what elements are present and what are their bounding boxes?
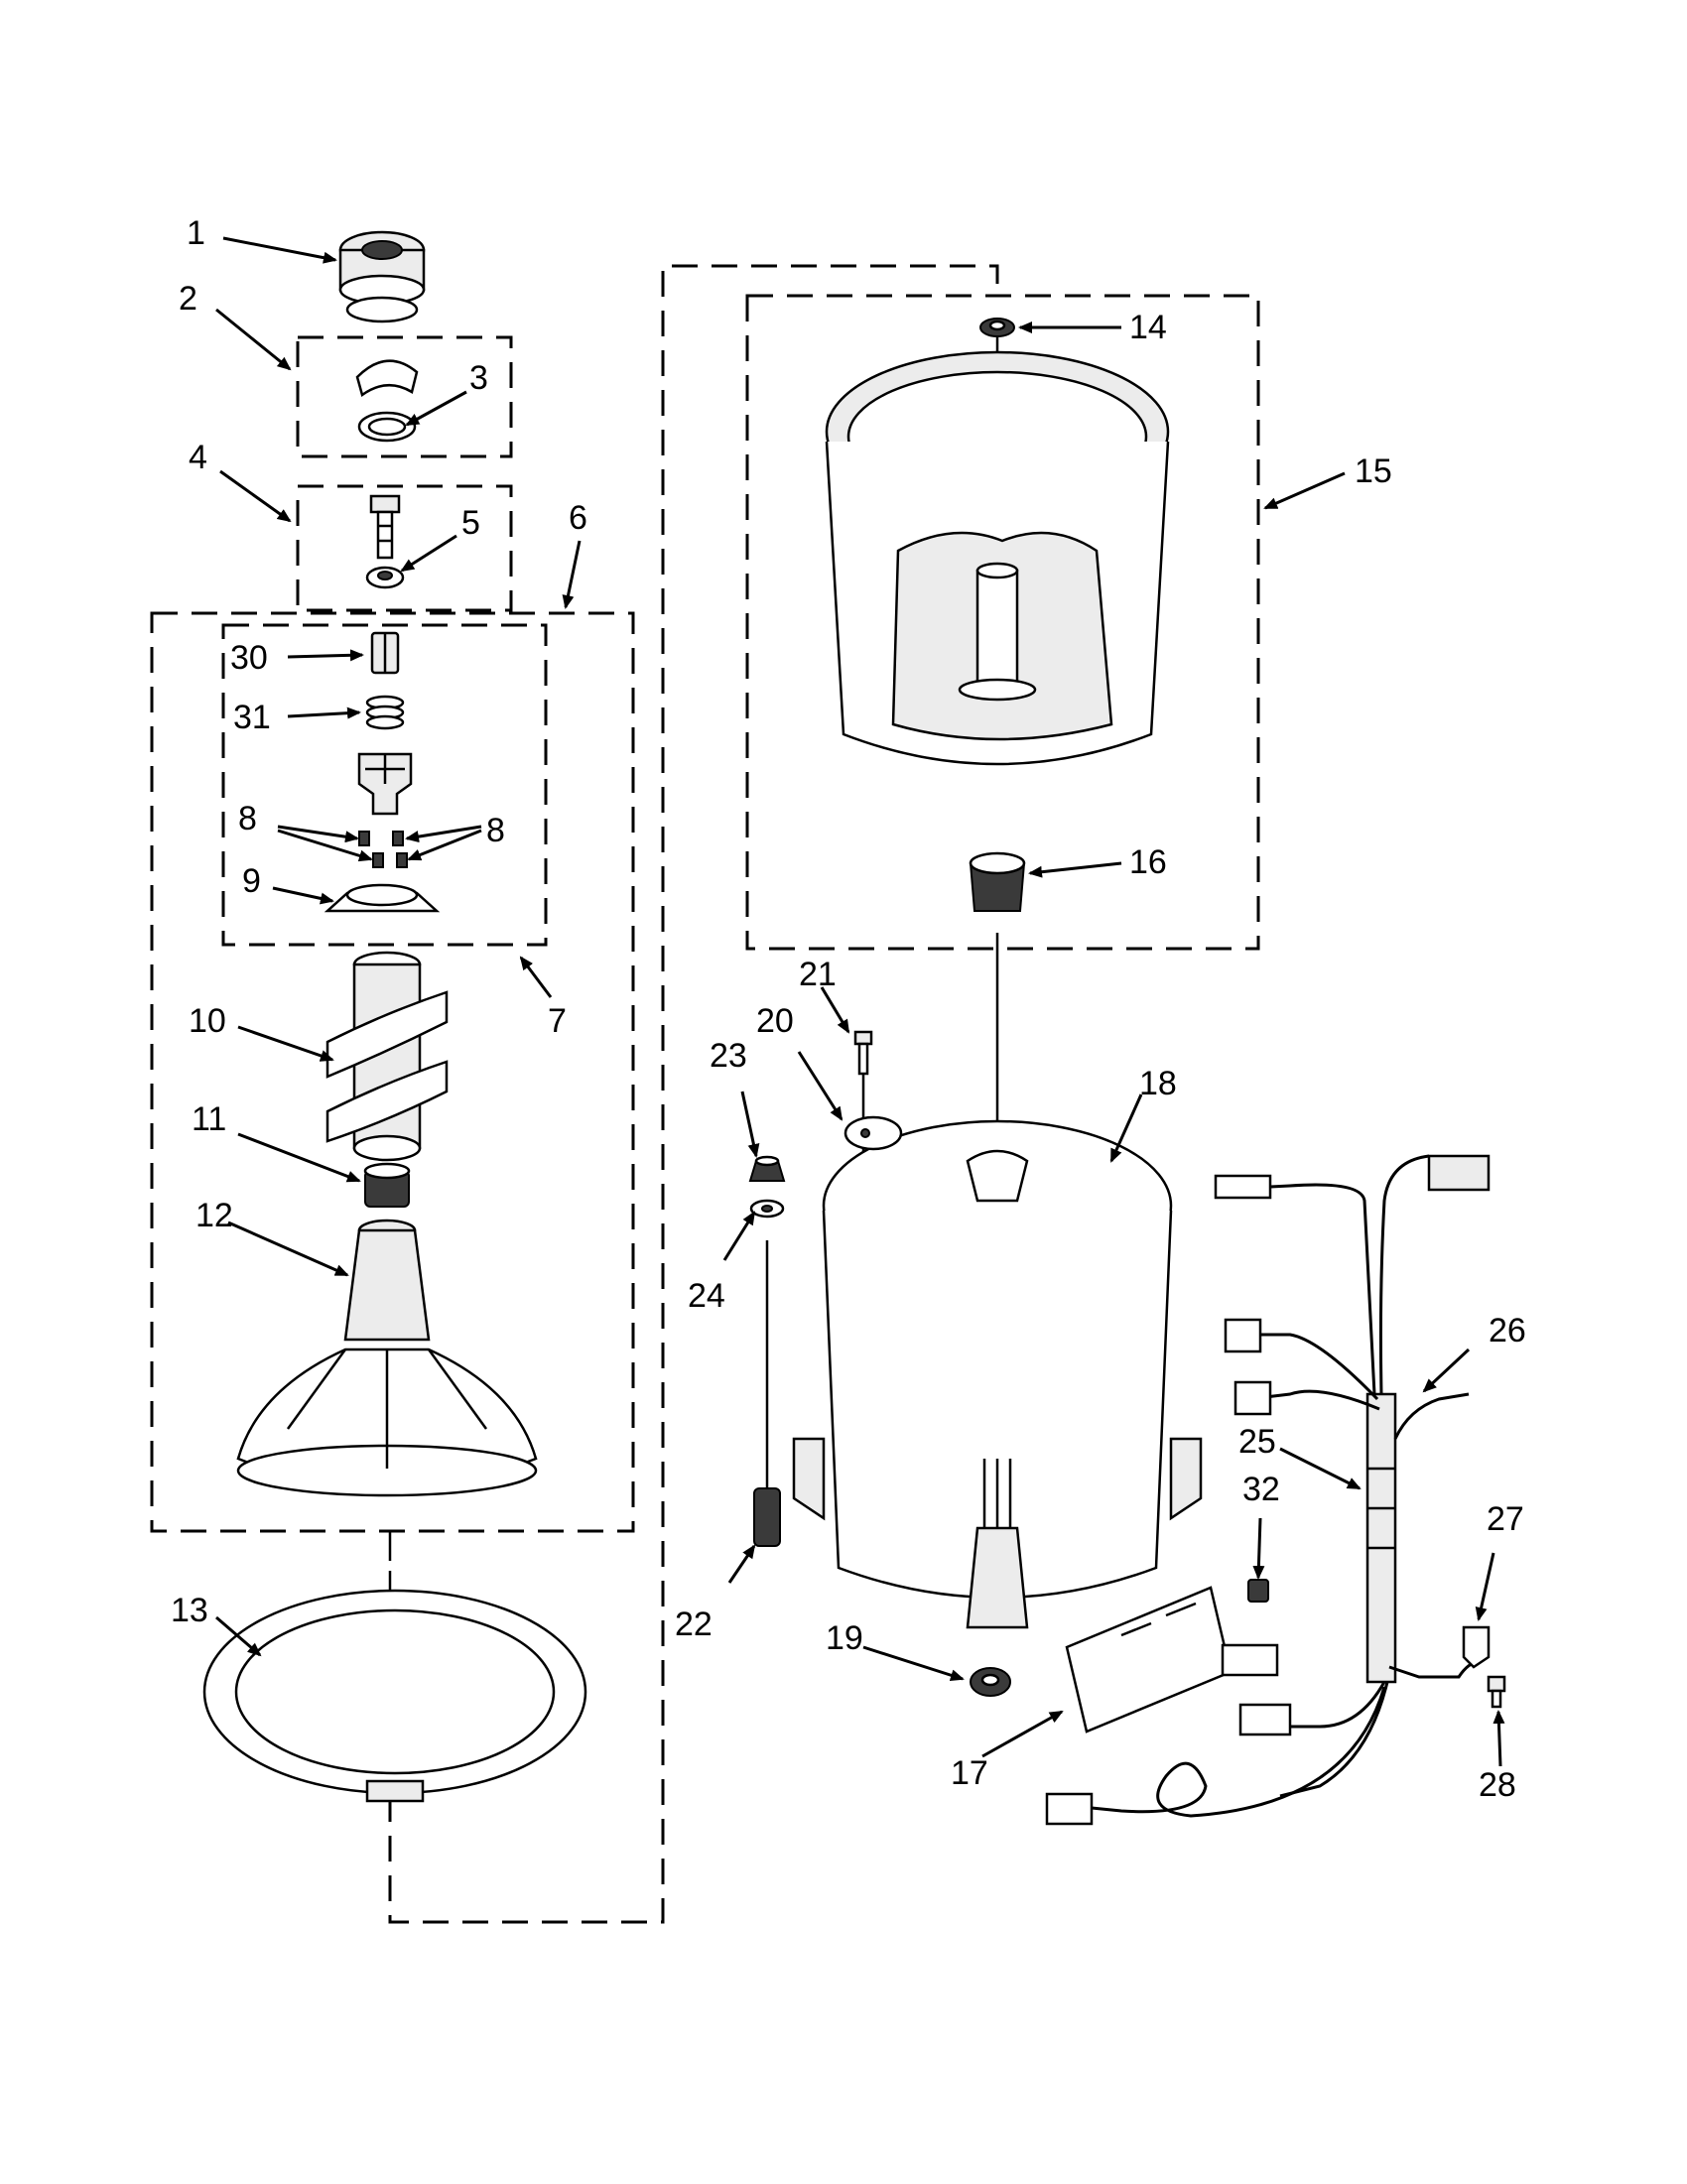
label-part-2: 2 bbox=[179, 280, 197, 318]
label-part-8-right: 8 bbox=[486, 812, 505, 849]
part-30-insert bbox=[370, 631, 400, 675]
part-17-control-board bbox=[1065, 1586, 1233, 1734]
part-32-clip bbox=[1247, 1579, 1269, 1603]
label-part-24: 24 bbox=[688, 1277, 725, 1315]
part-3-ring bbox=[357, 411, 417, 443]
part-20-plate bbox=[844, 1115, 903, 1151]
connector-dashed-path bbox=[388, 264, 999, 1924]
label-part-22: 22 bbox=[675, 1606, 713, 1643]
label-part-21: 21 bbox=[799, 956, 837, 993]
label-part-19: 19 bbox=[826, 1619, 863, 1657]
connector-bottom-3 bbox=[1045, 1792, 1094, 1826]
connector-top-right bbox=[1427, 1154, 1491, 1192]
part-2-cam bbox=[355, 359, 419, 398]
part-5-washer bbox=[365, 566, 405, 589]
part-21-screw bbox=[853, 1030, 873, 1076]
part-14-nut bbox=[979, 318, 1015, 337]
part-24-bearing bbox=[749, 1199, 785, 1219]
label-part-17: 17 bbox=[951, 1754, 988, 1792]
label-part-10: 10 bbox=[189, 1002, 226, 1040]
connector-bottom-1 bbox=[1221, 1643, 1279, 1677]
group-box-6 bbox=[150, 611, 635, 1533]
part-25-wire-harness bbox=[1091, 1154, 1480, 1818]
part-12-agitator-base bbox=[236, 1219, 538, 1497]
label-part-27: 27 bbox=[1487, 1500, 1524, 1538]
part-13-tub-ring bbox=[202, 1589, 587, 1803]
label-part-16: 16 bbox=[1129, 843, 1167, 881]
callout-labels: 1 2 3 4 5 6 7 8 8 9 10 11 12 13 14 15 16… bbox=[171, 214, 1526, 1804]
group-box-15 bbox=[745, 294, 1260, 951]
part-19-seal bbox=[970, 1667, 1011, 1697]
part-11-drive-bell bbox=[363, 1162, 411, 1208]
label-part-26: 26 bbox=[1489, 1312, 1526, 1349]
part-4-bolt bbox=[369, 494, 401, 560]
part-9-plate bbox=[324, 883, 441, 913]
label-part-6: 6 bbox=[569, 499, 587, 537]
label-part-18: 18 bbox=[1139, 1065, 1177, 1102]
label-part-23: 23 bbox=[710, 1037, 747, 1075]
connector-top-left bbox=[1214, 1174, 1272, 1200]
part-1-agitator-cap bbox=[338, 230, 426, 323]
connector-mid-2 bbox=[1233, 1380, 1272, 1416]
connectors bbox=[1045, 1154, 1491, 1826]
part-28-screw bbox=[1487, 1675, 1506, 1709]
part-23-cap bbox=[748, 1155, 786, 1182]
label-part-4: 4 bbox=[189, 439, 207, 476]
label-part-11: 11 bbox=[192, 1100, 226, 1138]
label-part-14: 14 bbox=[1129, 309, 1167, 346]
label-part-20: 20 bbox=[756, 1002, 794, 1040]
label-part-8-left: 8 bbox=[238, 800, 257, 837]
label-part-30: 30 bbox=[230, 639, 268, 677]
connector-mid-1 bbox=[1224, 1318, 1262, 1353]
label-part-9: 9 bbox=[242, 862, 261, 900]
part-16-hub bbox=[969, 851, 1026, 912]
label-part-3: 3 bbox=[469, 359, 488, 397]
part-8-dogs bbox=[358, 831, 408, 868]
label-part-15: 15 bbox=[1355, 452, 1392, 490]
part-cam-collar bbox=[357, 752, 413, 816]
part-22-damper bbox=[753, 1487, 781, 1547]
connector-bottom-2 bbox=[1238, 1703, 1292, 1736]
label-part-7: 7 bbox=[548, 1002, 567, 1040]
leader-arrows bbox=[215, 236, 1505, 1767]
label-part-1: 1 bbox=[187, 214, 205, 252]
label-part-31: 31 bbox=[233, 699, 271, 736]
left-column-parts bbox=[202, 230, 587, 1803]
label-part-25: 25 bbox=[1238, 1423, 1276, 1461]
part-31-spring bbox=[365, 695, 405, 730]
part-18-outer-tub bbox=[792, 1119, 1203, 1629]
part-10-auger bbox=[325, 951, 449, 1162]
right-column-parts bbox=[748, 318, 1506, 1826]
label-part-32: 32 bbox=[1242, 1471, 1280, 1508]
group-box-4 bbox=[296, 484, 513, 612]
group-box-7 bbox=[221, 623, 548, 947]
group-box-2 bbox=[296, 335, 513, 458]
group-boxes bbox=[150, 264, 1260, 1924]
part-15-basket bbox=[825, 350, 1170, 766]
label-part-28: 28 bbox=[1479, 1766, 1516, 1804]
part-27-bracket bbox=[1462, 1625, 1491, 1669]
label-part-13: 13 bbox=[171, 1592, 208, 1629]
label-part-5: 5 bbox=[461, 504, 480, 542]
label-part-12: 12 bbox=[195, 1197, 233, 1234]
